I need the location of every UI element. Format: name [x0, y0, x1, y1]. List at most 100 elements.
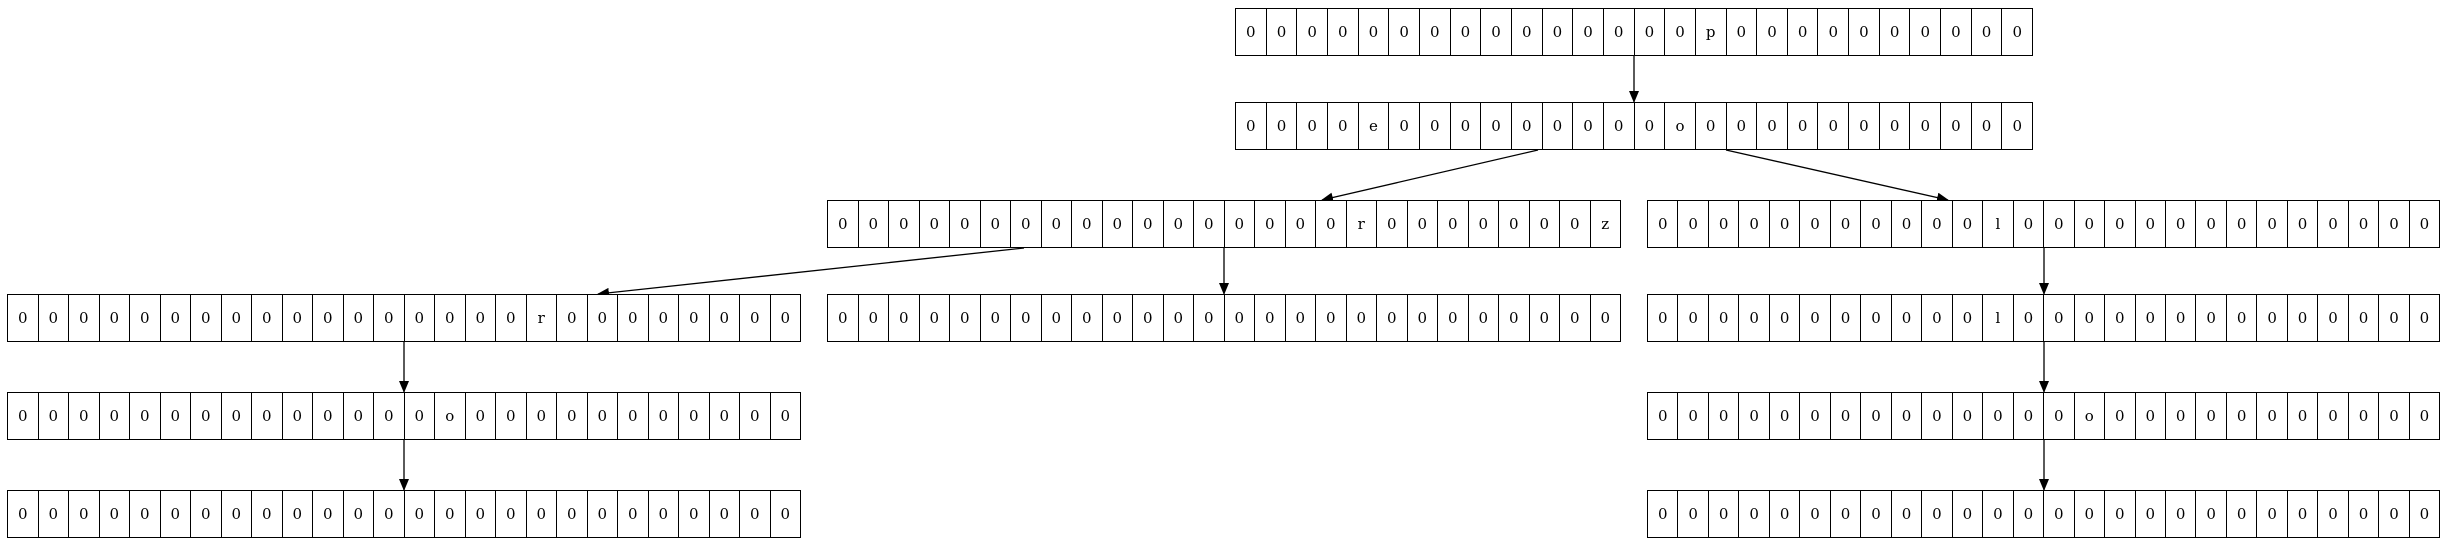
array-cell: 0 — [1420, 9, 1451, 55]
array-cell: 0 — [2014, 393, 2045, 439]
array-cell: 0 — [2379, 491, 2410, 537]
array-cell: 0 — [1861, 295, 1892, 341]
array-cell: 0 — [466, 491, 496, 537]
array-cell: 0 — [1861, 201, 1892, 247]
array-cell: 0 — [740, 295, 771, 341]
array-cell: 0 — [1922, 295, 1953, 341]
array-cell: 0 — [496, 295, 527, 341]
array-cell: 0 — [2379, 393, 2410, 439]
array-cell: 0 — [1665, 9, 1696, 55]
array-cell: 0 — [1788, 9, 1819, 55]
array-cell: 0 — [1072, 295, 1103, 341]
array-cell: 0 — [2318, 295, 2349, 341]
array-cell: 0 — [1678, 393, 1709, 439]
array-cell: 0 — [527, 393, 557, 439]
array-cell: 0 — [313, 393, 344, 439]
array-cell: 0 — [889, 295, 920, 341]
array-cell: 0 — [2196, 201, 2227, 247]
array-cell: 0 — [780, 505, 791, 523]
array-cell: 0 — [1543, 103, 1574, 149]
array-cell: 0 — [1451, 9, 1482, 55]
array-cell: 0 — [496, 393, 527, 439]
array-cell: 0 — [1678, 295, 1709, 341]
array-cell: 0 — [2196, 295, 2227, 341]
array-cell: 0 — [2318, 201, 2349, 247]
array-cell: 0 — [252, 295, 283, 341]
array-cell: 0 — [557, 393, 588, 439]
array-cell: 0 — [1499, 295, 1530, 341]
array-cell: 0 — [2288, 491, 2319, 537]
array-cell: p — [1696, 9, 1727, 55]
array-cell: o — [435, 393, 466, 439]
array-cell: 0 — [780, 407, 791, 425]
array-cell: 0 — [1573, 9, 1604, 55]
array-cell: 0 — [2166, 393, 2197, 439]
array-cell: 0 — [435, 491, 466, 537]
array-cell: 0 — [1910, 103, 1942, 149]
array-cell: 0 — [2075, 491, 2106, 537]
array-cell: 0 — [1236, 103, 1267, 149]
array-cell: 0 — [8, 393, 39, 439]
array-cell: 0 — [39, 393, 69, 439]
array-cell: 0 — [222, 491, 252, 537]
edge-arrow-n1-n3 — [1725, 149, 1949, 203]
array-cell: 0 — [374, 491, 405, 537]
array-cell: 0 — [1709, 491, 1740, 537]
array-cell: 0 — [1953, 491, 1984, 537]
array-cell: 0 — [1892, 491, 1923, 537]
array-cell: 0 — [130, 491, 161, 537]
array-cell: 0 — [1709, 295, 1740, 341]
array-cell: 0 — [2014, 201, 2045, 247]
array-cell: 0 — [313, 491, 344, 537]
array-cell: 0 — [1757, 9, 1788, 55]
array-cell: 0 — [1892, 201, 1923, 247]
array-cell: 0 — [374, 295, 405, 341]
array-cell: 0 — [1818, 9, 1850, 55]
array-cell: 0 — [405, 295, 435, 341]
array-cell: 0 — [344, 393, 374, 439]
array-cell: 0 — [1678, 491, 1709, 537]
array-cell: o — [2075, 393, 2106, 439]
array-cell: 0 — [222, 393, 252, 439]
array-cell: 0 — [1648, 201, 1679, 247]
array-cell: 0 — [100, 295, 130, 341]
array-cell: 0 — [1347, 295, 1377, 341]
array-cell: 0 — [283, 393, 313, 439]
array-cell: 0 — [710, 491, 740, 537]
array-cell: 0 — [1831, 393, 1862, 439]
array-cell: 0 — [222, 295, 252, 341]
array-cell: 0 — [2227, 393, 2258, 439]
array-cell: 0 — [1604, 103, 1635, 149]
array-cell: 0 — [1377, 201, 1408, 247]
array-cell: 0 — [1164, 295, 1194, 341]
array-cell: e — [1359, 103, 1390, 149]
array-cell: 0 — [2349, 201, 2380, 247]
array-cell: 0 — [1469, 201, 1499, 247]
array-cell: 0 — [191, 295, 222, 341]
array-cell: 0 — [1469, 295, 1499, 341]
array-cell: 0 — [1328, 103, 1359, 149]
array-cell: 0 — [1255, 201, 1286, 247]
array-cell: 0 — [1133, 295, 1164, 341]
array-cell: 0 — [920, 201, 950, 247]
array-cell: 0 — [618, 295, 649, 341]
array-cell: 0 — [2419, 215, 2430, 233]
array-cell: 0 — [1818, 103, 1850, 149]
array-cell: 0 — [69, 393, 100, 439]
array-cell: 0 — [1194, 201, 1225, 247]
array-cell: 0 — [588, 295, 618, 341]
array-cell: 0 — [1922, 393, 1953, 439]
array-cell: 0 — [557, 295, 588, 341]
array-cell: 0 — [618, 393, 649, 439]
array-cell: 0 — [1328, 9, 1359, 55]
array-cell: 0 — [2379, 295, 2410, 341]
array-cell: 0 — [283, 295, 313, 341]
array-cell: 0 — [1604, 9, 1635, 55]
array-cell: 0 — [2012, 23, 2022, 41]
array-cell: 0 — [344, 295, 374, 341]
